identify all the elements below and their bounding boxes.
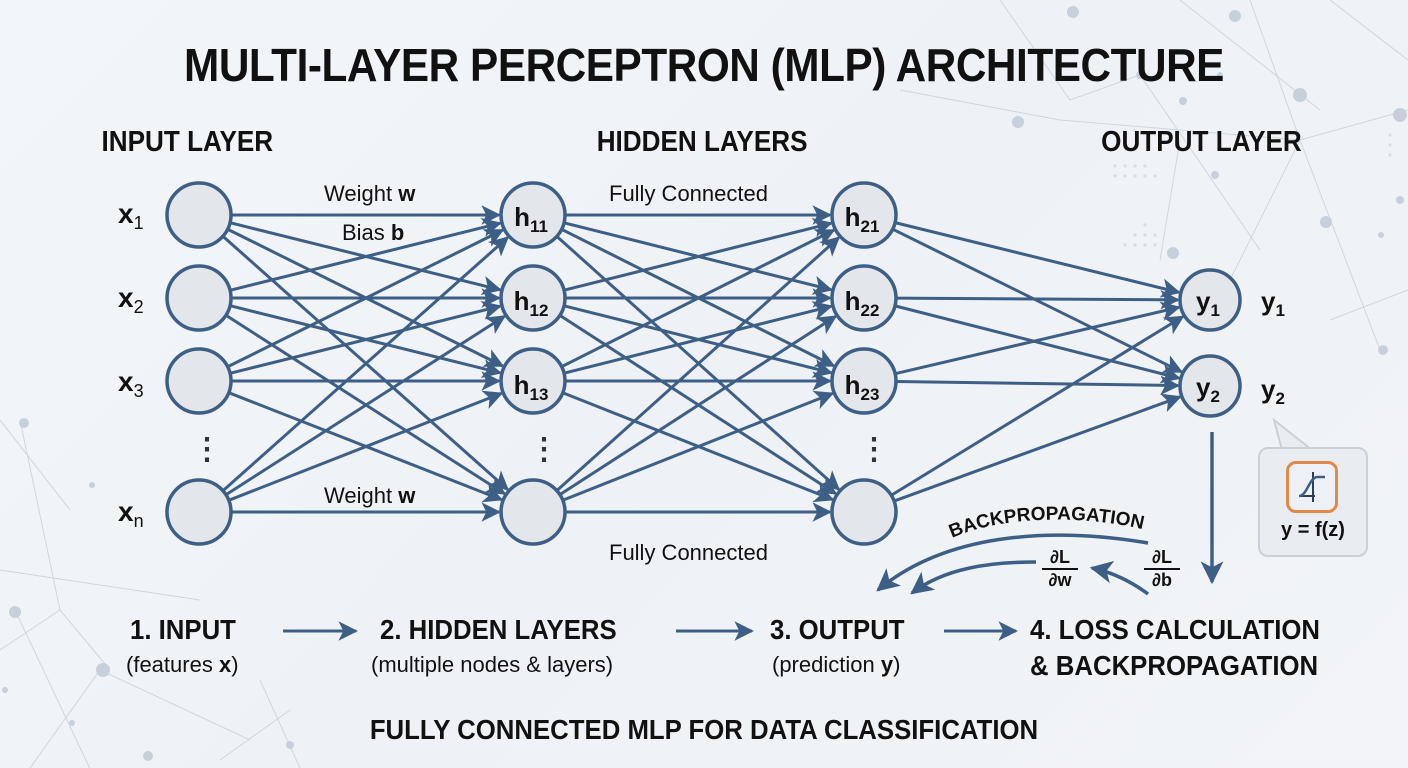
output-value-y2: y2 bbox=[1261, 374, 1285, 408]
input-label-x2: x2 bbox=[118, 282, 144, 317]
node-out-y1 bbox=[1178, 268, 1242, 332]
edge-h1-3-to-h2-0 bbox=[555, 236, 841, 492]
step-1-subtitle: (features x) bbox=[126, 652, 239, 677]
node-h2-h21 bbox=[830, 181, 898, 249]
node-out-y2 bbox=[1178, 354, 1242, 418]
step-3-subtitle: (prediction y) bbox=[772, 652, 901, 677]
edge-input-2-to-h1-1 bbox=[229, 300, 502, 375]
node-label-y1: y1 bbox=[1196, 286, 1220, 320]
node-label-y2: y2 bbox=[1196, 372, 1220, 406]
edge-h1-2-to-h2-0 bbox=[560, 228, 836, 368]
edge-h1-2-to-h2-1 bbox=[563, 301, 833, 375]
backprop-arrow-long bbox=[876, 533, 1149, 592]
node-h1-h11 bbox=[499, 181, 567, 249]
gradient-dL-dw: ∂L∂w bbox=[1042, 547, 1078, 590]
edge-input-2-to-h1-0 bbox=[226, 228, 505, 369]
step-2-title: 2. HIDDEN LAYERS bbox=[380, 614, 617, 645]
weight-label-bottom: Weight w bbox=[324, 483, 416, 508]
input-layer-heading: INPUT LAYER bbox=[101, 126, 274, 158]
footer-caption: FULLY CONNECTED MLP FOR DATA CLASSIFICAT… bbox=[369, 714, 1039, 745]
edge-input-3-to-h1-1 bbox=[225, 315, 507, 496]
step-2-subtitle: (multiple nodes & layers) bbox=[371, 652, 614, 677]
node-h1-h12 bbox=[499, 264, 567, 332]
node-input-x2 bbox=[165, 264, 233, 332]
hidden-layers-heading: HIDDEN LAYERS bbox=[596, 126, 808, 158]
node-h2-h23 bbox=[830, 347, 898, 415]
edge-h2-2-to-out-1 bbox=[895, 375, 1180, 396]
backprop-arrow-b bbox=[1089, 560, 1150, 596]
gradient-dL-db: ∂L∂b bbox=[1144, 547, 1180, 590]
input-label-x1: x1 bbox=[118, 198, 144, 233]
node-input-x3 bbox=[165, 347, 233, 415]
hidden1-ellipsis: ⋮ bbox=[529, 433, 559, 466]
input-label-x3: x3 bbox=[118, 366, 144, 401]
node-h2-3 bbox=[830, 478, 898, 546]
edge-h1-3-to-h2-2 bbox=[562, 390, 835, 502]
activation-function-tooltip: y = f(z) bbox=[1258, 447, 1368, 557]
weight-label-top: Weight w bbox=[324, 181, 416, 206]
fully-connected-label-bottom: Fully Connected bbox=[609, 540, 768, 565]
output-value-y1: y1 bbox=[1261, 286, 1285, 320]
node-h1-h13 bbox=[499, 347, 567, 415]
page-title: MULTI-LAYER PERCEPTRON (MLP) ARCHITECTUR… bbox=[184, 39, 1224, 91]
input-ellipsis: ⋮ bbox=[192, 433, 222, 466]
edge-h2-1-to-out-0 bbox=[895, 289, 1180, 310]
node-h2-h22 bbox=[830, 264, 898, 332]
input-label-xn: xn bbox=[118, 496, 144, 531]
step-4-title-line2: & BACKPROPAGATION bbox=[1030, 650, 1319, 681]
node-label-h13: h13 bbox=[513, 370, 549, 404]
edge-h2-2-to-out-0 bbox=[894, 301, 1181, 376]
node-h1-3 bbox=[499, 478, 567, 546]
step-3-title: 3. OUTPUT bbox=[770, 614, 905, 645]
node-label-h11: h11 bbox=[514, 202, 548, 236]
edge-input-3-to-h1-0 bbox=[221, 236, 510, 492]
edge-h1-1-to-h2-0 bbox=[563, 218, 833, 292]
step-1-title: 1. INPUT bbox=[130, 614, 236, 645]
sigmoid-curve-icon bbox=[1286, 461, 1338, 513]
bias-label: Bias b bbox=[342, 220, 405, 245]
edge-h2-3-to-out-0 bbox=[890, 315, 1185, 497]
activation-formula: y = f(z) bbox=[1281, 519, 1345, 541]
edge-h2-3-to-out-1 bbox=[893, 393, 1182, 503]
node-label-h21: h21 bbox=[844, 202, 880, 236]
hidden2-ellipsis: ⋮ bbox=[859, 433, 889, 466]
fully-connected-label-top: Fully Connected bbox=[609, 181, 768, 206]
edge-input-1-to-h1-0 bbox=[229, 217, 502, 292]
node-label-h12: h12 bbox=[513, 286, 549, 320]
node-label-h22: h22 bbox=[844, 286, 880, 320]
node-label-h23: h23 bbox=[844, 370, 880, 404]
backprop-arrow-w bbox=[910, 560, 1037, 595]
node-input-xn bbox=[165, 478, 233, 546]
edge-h1-3-to-h2-1 bbox=[559, 315, 838, 496]
node-input-x1 bbox=[165, 181, 233, 249]
output-layer-heading: OUTPUT LAYER bbox=[1101, 126, 1302, 158]
step-4-title: 4. LOSS CALCULATION bbox=[1030, 614, 1321, 645]
edge-input-3-to-h1-2 bbox=[228, 390, 504, 502]
edge-h2-0-to-out-0 bbox=[894, 221, 1181, 298]
